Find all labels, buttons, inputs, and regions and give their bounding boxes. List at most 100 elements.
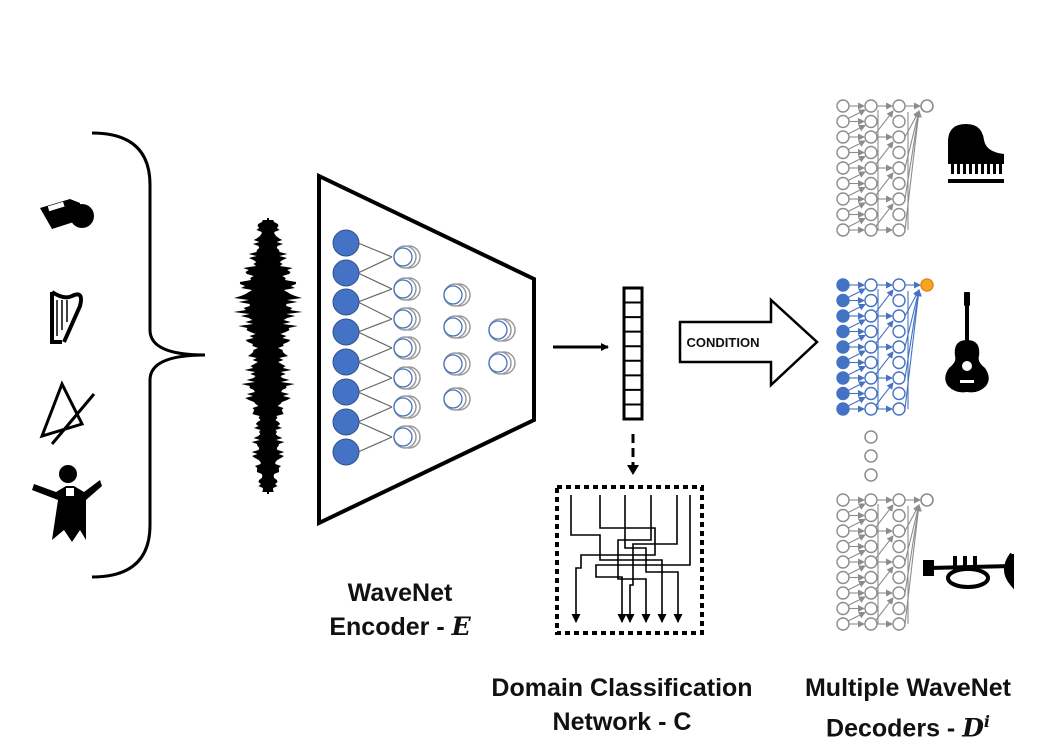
decoder-edge xyxy=(875,141,894,165)
decoder-edge xyxy=(847,366,866,376)
decoder-hidden-node xyxy=(864,145,878,160)
decoder-hidden-node xyxy=(892,586,906,600)
decoder-edge xyxy=(847,596,866,606)
decoder-hidden-node xyxy=(864,524,878,538)
decoder-hidden-node xyxy=(892,293,906,308)
decoder-input-node xyxy=(836,402,850,416)
encoder-edge xyxy=(357,256,393,274)
decoder-input-node xyxy=(836,555,850,569)
decoder-hidden-node xyxy=(892,493,906,507)
decoder-edge xyxy=(847,304,866,314)
encoder-layer3-node xyxy=(488,353,508,373)
latent-vector-frame xyxy=(622,286,644,421)
decoder-hidden-node xyxy=(892,309,906,323)
encoder-edge xyxy=(357,318,393,333)
condition-label: CONDITION xyxy=(687,335,760,350)
harp-icon xyxy=(50,290,83,344)
decoder-hidden-node xyxy=(892,555,906,569)
decoder-output-node xyxy=(920,99,934,113)
decoder-edge xyxy=(847,288,866,298)
encoder-layer1-node xyxy=(393,279,413,299)
decoder-edge xyxy=(847,140,866,150)
condition-arrow xyxy=(678,297,819,388)
encoder-layer2-node xyxy=(443,354,463,374)
encoder-layer3-node xyxy=(488,320,508,340)
decoder-hidden-node xyxy=(864,508,878,523)
decoder-input-node xyxy=(836,99,850,113)
decoder-hidden-node xyxy=(864,586,878,600)
decoder-hidden-node xyxy=(892,130,906,144)
decoder-edge xyxy=(847,534,866,544)
decoder-edge xyxy=(904,110,922,200)
encoder-edge xyxy=(357,301,393,320)
decoder-hidden-node xyxy=(864,355,878,370)
decoder-hidden-node xyxy=(864,402,878,416)
decoder-input-node xyxy=(836,161,850,175)
decoder-edge xyxy=(904,504,921,563)
decoder-input-node xyxy=(836,355,850,370)
encoder-trapezoid xyxy=(317,172,536,527)
decoder-edge xyxy=(847,381,866,391)
decoder-edge xyxy=(875,504,894,528)
decoder-hidden-node xyxy=(864,617,878,631)
encoder-edge xyxy=(357,361,393,379)
encoder-network xyxy=(332,229,516,466)
decoder-input-node xyxy=(836,539,850,554)
decoder-hidden-node xyxy=(864,371,878,385)
decoder-edge xyxy=(847,565,866,575)
decoder-input-node xyxy=(836,114,850,129)
decoder-hidden-node xyxy=(864,555,878,569)
decoder-hidden-node xyxy=(892,161,906,175)
encoder-layer1-node xyxy=(393,338,413,358)
decoder-input-node xyxy=(836,508,850,523)
decoder-hidden-node xyxy=(864,539,878,554)
encoder-edge xyxy=(357,331,393,349)
decoder-input-node xyxy=(836,371,850,385)
encoder-edge xyxy=(357,347,393,363)
decoder-edge xyxy=(904,289,922,379)
decoder-hidden-node xyxy=(864,99,878,113)
decoder-hidden-node xyxy=(864,293,878,308)
guitar-icon xyxy=(945,292,989,393)
decoder-hidden-node xyxy=(892,508,906,523)
decoder-edge xyxy=(904,289,922,410)
decoder-edge xyxy=(904,504,922,625)
encoder-input-node xyxy=(332,288,360,316)
encoder-label-line1: WaveNet xyxy=(347,579,453,607)
encoder-edge xyxy=(357,421,393,438)
decoder-hidden-node xyxy=(864,493,878,507)
decoder-edge xyxy=(847,350,866,360)
decoder-guitar xyxy=(836,278,934,416)
encoder-input-node xyxy=(332,408,360,436)
decoders-label-line1: Multiple WaveNet xyxy=(804,674,1012,702)
decoder-input-node xyxy=(836,145,850,160)
encoder-input-node xyxy=(332,438,360,466)
classifier-label: Domain Classification Network - C xyxy=(470,671,774,739)
decoder-hidden-node xyxy=(892,601,906,616)
decoder-edge xyxy=(847,218,866,228)
decoder-edge xyxy=(847,125,866,135)
classifier-label-line2: Network - C xyxy=(552,708,692,736)
encoder-edge xyxy=(357,272,393,290)
encoder-layer2-node xyxy=(443,285,463,305)
decoders-label-line2: Decoders - Di xyxy=(780,705,1036,745)
encoder-edge xyxy=(357,288,393,303)
encoder-edge xyxy=(357,436,393,453)
encoder-label-line2: Encoder - E xyxy=(300,610,500,644)
decoder-hidden-node xyxy=(864,223,878,237)
classifier-input-arrowhead xyxy=(627,465,639,475)
decoder-hidden-node xyxy=(892,99,906,113)
decoder-ellipsis xyxy=(864,430,878,482)
decoder-edge xyxy=(904,110,922,231)
encoder-input-node xyxy=(332,259,360,287)
decoder-hidden-node xyxy=(892,355,906,370)
encoder-input-node xyxy=(332,318,360,346)
decoder-input-node xyxy=(836,601,850,616)
decoder-hidden-node xyxy=(864,176,878,191)
encoder-label-text: Encoder - xyxy=(329,613,452,641)
decoder-hidden-node xyxy=(892,371,906,385)
decoder-hidden-node xyxy=(892,145,906,160)
decoder-output-node xyxy=(920,278,934,292)
decoders-symbol: D xyxy=(962,713,984,743)
decoder-edge xyxy=(875,535,894,559)
